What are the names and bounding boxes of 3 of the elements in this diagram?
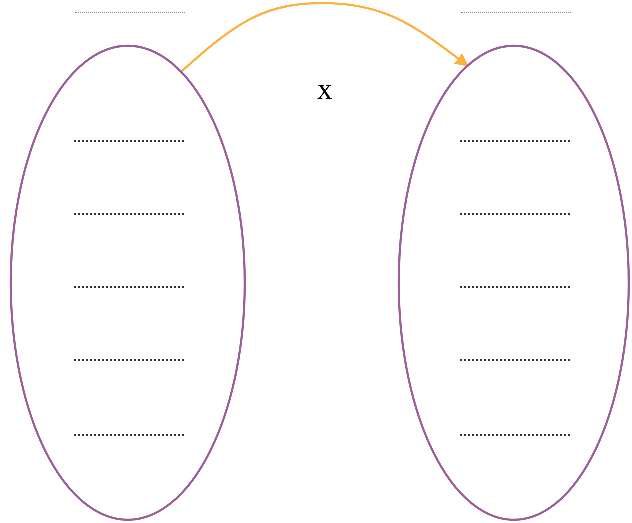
ellipse-shape <box>10 44 246 522</box>
arrow <box>180 2 469 73</box>
ellipse-shape <box>398 44 630 522</box>
